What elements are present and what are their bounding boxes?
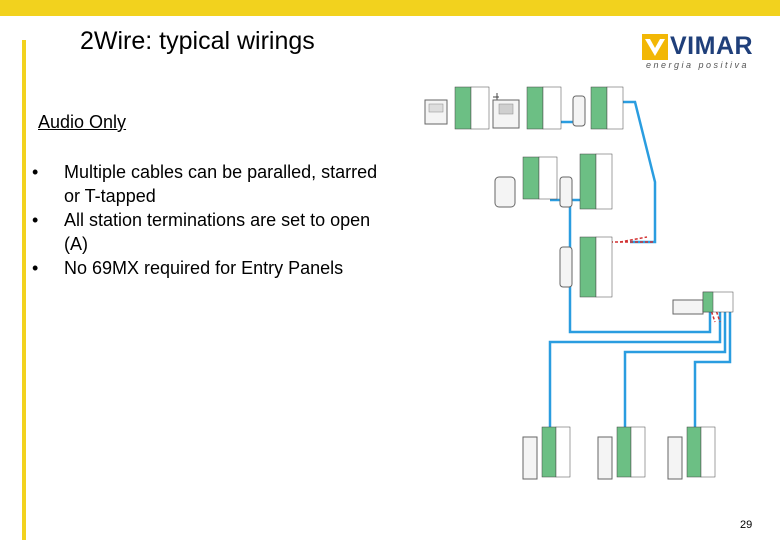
bullet-list: Multiple cables can be paralled, starred… xyxy=(30,160,390,280)
power-supply xyxy=(672,291,734,315)
bullet-item: All station terminations are set to open… xyxy=(30,208,390,256)
vimar-logo: VIMAR energia positiva xyxy=(640,30,770,78)
indoor-station-1 xyxy=(424,86,499,130)
left-accent-bar xyxy=(22,40,26,540)
vimar-logo-icon xyxy=(642,34,668,60)
entry-panel-1 xyxy=(522,426,571,480)
bus-wires xyxy=(527,90,732,432)
logo-brand-text: VIMAR xyxy=(670,32,754,60)
top-accent-bar xyxy=(0,0,780,16)
indoor-station-3 xyxy=(572,86,624,130)
entry-panel-3 xyxy=(667,426,716,480)
logo-tagline: energia positiva xyxy=(646,60,750,70)
bullet-item: No 69MX required for Entry Panels xyxy=(30,256,390,280)
indoor-station-2 xyxy=(492,86,562,130)
bullet-item: Multiple cables can be paralled, starred… xyxy=(30,160,390,208)
wiring-diagram xyxy=(424,86,734,480)
slide-title: 2Wire: typical wirings xyxy=(80,27,315,55)
indoor-station-6 xyxy=(559,236,613,298)
entry-panel-2 xyxy=(597,426,646,480)
indoor-station-4 xyxy=(494,156,558,208)
indoor-station-5 xyxy=(559,153,613,210)
section-heading: Audio Only xyxy=(38,112,127,132)
page-number: 29 xyxy=(740,519,753,531)
